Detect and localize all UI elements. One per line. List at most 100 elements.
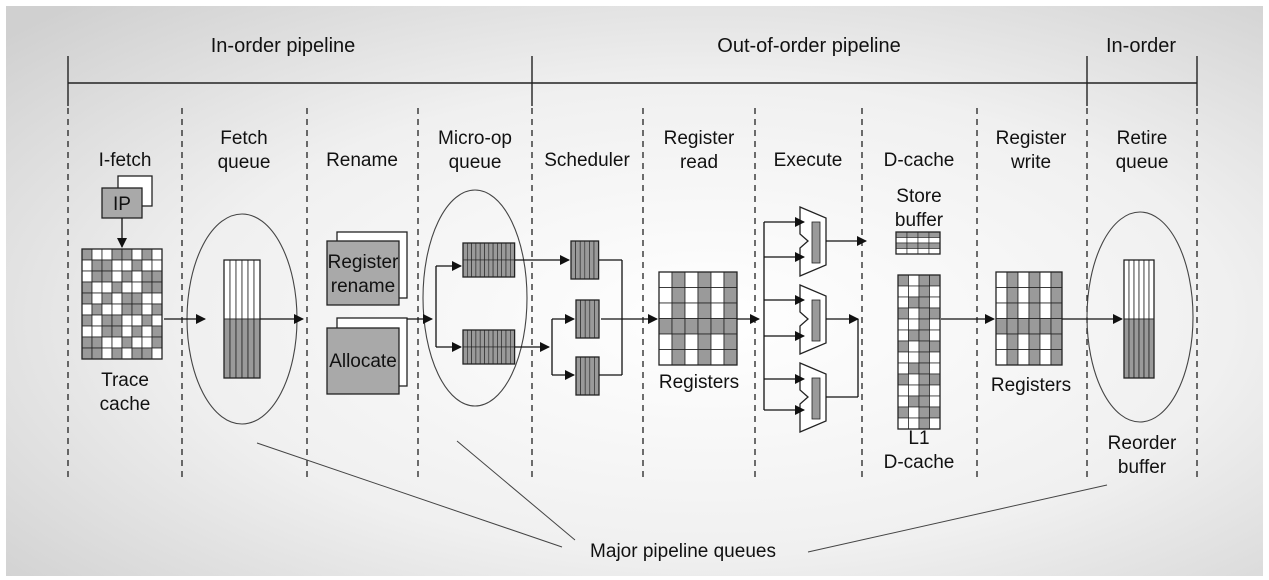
grid-trace-cell bbox=[111, 336, 123, 349]
grid-sch2-cell bbox=[575, 299, 581, 339]
grid-trace-cell bbox=[121, 259, 133, 272]
grid-trace-cell bbox=[81, 248, 93, 261]
grid-trace-cell bbox=[151, 314, 163, 327]
grid-regread-cell bbox=[658, 287, 673, 304]
reorder-buffer bbox=[1123, 259, 1155, 379]
grid-trace-cell bbox=[131, 303, 143, 316]
section-label-in-order-retire: In-order bbox=[1106, 35, 1176, 57]
grid-store-cell bbox=[917, 248, 930, 255]
grid-store-cell bbox=[917, 231, 930, 238]
grid-regwrite-cell bbox=[1006, 349, 1019, 366]
grid-sch1-cell bbox=[593, 240, 599, 280]
grid-trace-cell bbox=[141, 292, 153, 305]
grid-uop1-cell bbox=[492, 259, 498, 278]
dataflow-arrows bbox=[117, 217, 1123, 415]
grid-sch3-cell bbox=[580, 356, 586, 396]
grid-regread-cell bbox=[684, 302, 699, 319]
grid-uop1-cell bbox=[466, 242, 472, 261]
grid-trace-cell bbox=[111, 325, 123, 338]
grid-sch3-cell bbox=[589, 356, 595, 396]
grid-trace-cell bbox=[91, 314, 103, 327]
grid-l1-cell bbox=[929, 329, 941, 342]
grid-store-cell bbox=[928, 231, 941, 238]
grid-trace-cell bbox=[141, 281, 153, 294]
grid-fetch-cell bbox=[253, 259, 261, 320]
grid-fetch-cell bbox=[253, 318, 261, 379]
grid-trace-cell bbox=[81, 270, 93, 283]
grid-uop2-cell bbox=[466, 346, 472, 365]
grid-regwrite-cell bbox=[1050, 287, 1063, 304]
grid-uop1-cell bbox=[484, 259, 490, 278]
grid-rob-cell bbox=[1148, 259, 1155, 320]
grid-l1-cell bbox=[918, 406, 930, 419]
grid-trace-cell bbox=[141, 336, 153, 349]
grid-regread-cell bbox=[658, 318, 673, 335]
grid-l1-cell bbox=[908, 340, 920, 353]
grid-regread-cell bbox=[658, 349, 673, 366]
grid-uop2-cell bbox=[501, 346, 507, 365]
grid-sch2-cell bbox=[584, 299, 591, 339]
grid-regread-cell bbox=[684, 318, 699, 335]
grid-trace-cell bbox=[81, 259, 93, 272]
grid-uop1-cell bbox=[505, 259, 511, 278]
l1-dcache-grid bbox=[897, 274, 941, 430]
svg-text:Allocate: Allocate bbox=[329, 351, 397, 372]
grid-l1-cell bbox=[908, 285, 920, 298]
callout-label: Major pipeline queues bbox=[590, 541, 776, 562]
grid-regread-cell bbox=[710, 287, 725, 304]
registers-read-label: Registers bbox=[659, 372, 739, 393]
grid-regwrite-cell bbox=[995, 333, 1008, 350]
grid-rob-cell bbox=[1123, 318, 1130, 379]
grid-trace-cell bbox=[121, 281, 133, 294]
grid-regread-cell bbox=[710, 271, 725, 288]
grid-trace-cell bbox=[151, 281, 163, 294]
grid-regwrite-cell bbox=[1006, 302, 1019, 319]
grid-l1-cell bbox=[908, 395, 920, 408]
grid-regread-cell bbox=[671, 302, 686, 319]
grid-rob-cell bbox=[1133, 318, 1140, 379]
grid-regwrite-cell bbox=[1017, 271, 1030, 288]
grid-trace-cell bbox=[131, 248, 143, 261]
grid-l1-cell bbox=[929, 384, 941, 397]
grid-trace-cell bbox=[91, 347, 103, 360]
grid-uop2-cell bbox=[471, 329, 477, 348]
grid-l1-cell bbox=[897, 340, 909, 353]
grid-regwrite-cell bbox=[1050, 271, 1063, 288]
grid-regread-cell bbox=[671, 318, 686, 335]
ip-label: IP bbox=[113, 194, 131, 215]
grid-regwrite-cell bbox=[1028, 302, 1041, 319]
grid-trace-cell bbox=[101, 270, 113, 283]
grid-l1-cell bbox=[908, 362, 920, 375]
grid-trace-cell bbox=[81, 314, 93, 327]
grid-l1-cell bbox=[897, 296, 909, 309]
grid-l1-cell bbox=[929, 351, 941, 364]
grid-l1-cell bbox=[929, 318, 941, 331]
grid-trace-cell bbox=[111, 292, 123, 305]
fetch-queue-buffer bbox=[223, 259, 261, 379]
grid-trace-cell bbox=[131, 270, 143, 283]
grid-trace-cell bbox=[101, 347, 113, 360]
register-write-file bbox=[995, 271, 1063, 366]
grid-sch3-cell bbox=[594, 356, 600, 396]
grid-uop2-cell bbox=[475, 346, 481, 365]
grid-store-cell bbox=[906, 231, 919, 238]
grid-l1-cell bbox=[908, 296, 920, 309]
grid-l1-cell bbox=[908, 406, 920, 419]
grid-uop2-outline bbox=[462, 329, 516, 365]
grid-regwrite-cell bbox=[1017, 333, 1030, 350]
grid-trace-cell bbox=[81, 303, 93, 316]
grid-trace-cell bbox=[151, 325, 163, 338]
grid-sch3-cell bbox=[575, 356, 581, 396]
grid-regread-cell bbox=[697, 333, 712, 350]
grid-trace-cell bbox=[141, 259, 153, 272]
grid-regread-cell bbox=[658, 333, 673, 350]
grid-regread-cell bbox=[697, 349, 712, 366]
grid-regwrite-cell bbox=[1050, 333, 1063, 350]
grid-trace-cell bbox=[141, 347, 153, 360]
grid-uop2-cell bbox=[497, 346, 502, 365]
grid-regwrite-cell bbox=[1006, 333, 1019, 350]
grid-l1-cell bbox=[918, 351, 930, 364]
